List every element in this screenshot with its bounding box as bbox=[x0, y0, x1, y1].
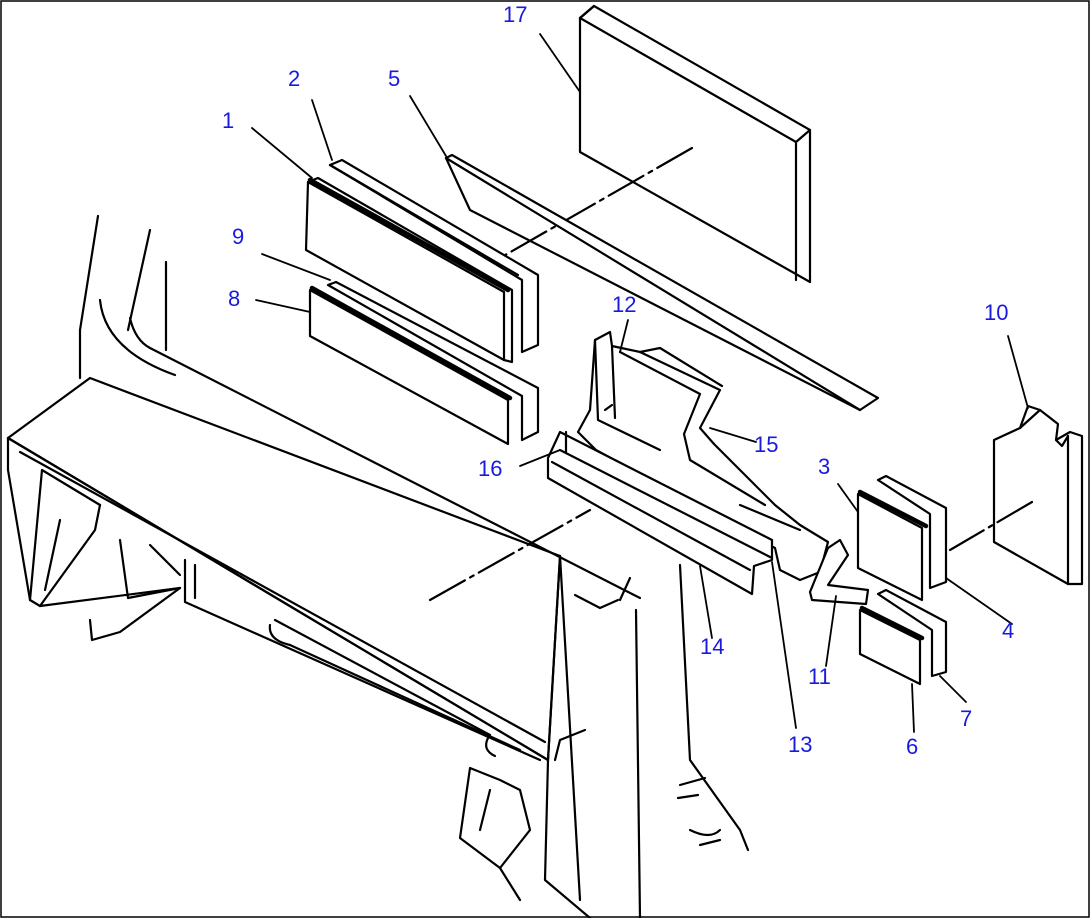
callout-2: 2 bbox=[288, 66, 300, 91]
callout-9: 9 bbox=[232, 224, 244, 249]
callout-10: 10 bbox=[984, 300, 1008, 325]
callout-7: 7 bbox=[960, 706, 972, 731]
callout-labels: 17 2 5 1 9 8 12 10 15 16 3 4 11 14 7 13 … bbox=[222, 2, 1014, 759]
part-1-pad bbox=[304, 176, 514, 364]
callout-6: 6 bbox=[906, 734, 918, 759]
cab-body bbox=[6, 214, 750, 918]
callout-4: 4 bbox=[1002, 618, 1014, 643]
callout-17: 17 bbox=[503, 2, 527, 27]
callout-3: 3 bbox=[818, 454, 830, 479]
callout-12: 12 bbox=[612, 292, 636, 317]
leader-lines bbox=[251, 33, 1029, 733]
callout-16: 16 bbox=[478, 456, 502, 481]
part-11-bracket bbox=[808, 538, 870, 606]
part-13-14-sill bbox=[546, 430, 774, 596]
callout-14: 14 bbox=[700, 634, 724, 659]
callout-15: 15 bbox=[754, 432, 778, 457]
part-2-pad bbox=[328, 158, 540, 354]
part-17-panel bbox=[498, 4, 812, 284]
part-5-strip bbox=[444, 153, 880, 412]
part-6-pad bbox=[858, 605, 925, 686]
callout-8: 8 bbox=[228, 286, 240, 311]
part-3-pad bbox=[856, 489, 929, 602]
part-4-pad bbox=[876, 474, 948, 590]
part-9-pad bbox=[326, 280, 540, 442]
part-7-pad bbox=[876, 588, 948, 678]
callout-1: 1 bbox=[222, 108, 234, 133]
part-12-15-16-trim bbox=[576, 330, 830, 582]
part-8-pad bbox=[308, 285, 513, 446]
callout-5: 5 bbox=[388, 66, 400, 91]
callout-11: 11 bbox=[808, 664, 831, 689]
part-10-panel bbox=[948, 404, 1084, 586]
callout-13: 13 bbox=[788, 732, 812, 757]
